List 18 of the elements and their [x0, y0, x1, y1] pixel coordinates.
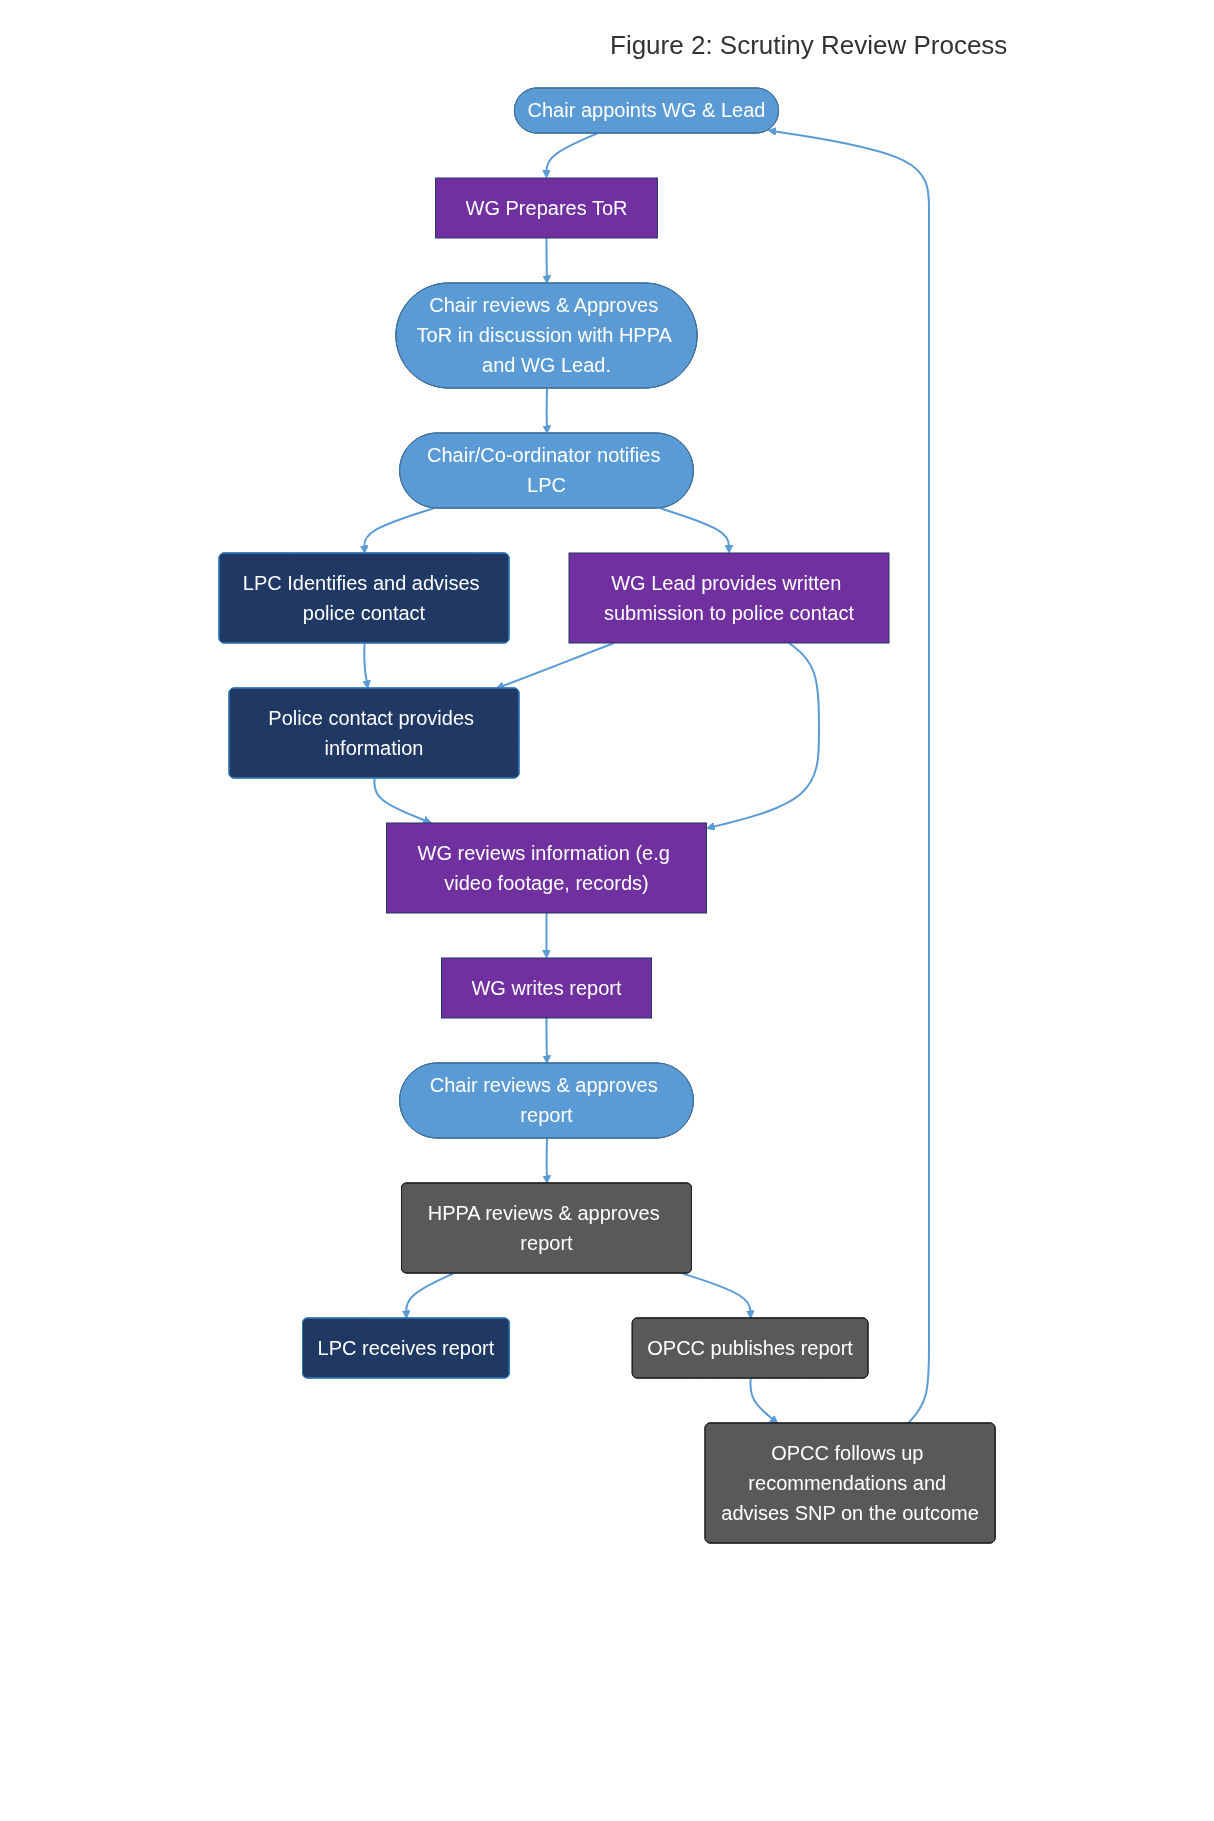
arrow [681, 1272, 755, 1319]
arrow [359, 507, 435, 554]
diagram-title: Figure 2: Scrutiny Review Process [610, 30, 1008, 61]
arrow [659, 507, 734, 554]
arrow [749, 1377, 779, 1424]
arrow [542, 237, 552, 284]
node-box: WG Lead provides written submission to police contact [568, 552, 890, 644]
arrow [542, 1017, 552, 1064]
arrow [401, 1272, 455, 1319]
arrow [542, 1137, 552, 1184]
arrow [542, 132, 598, 179]
arrow [362, 642, 371, 689]
arrow [542, 387, 552, 434]
node-box: WG writes report [440, 957, 652, 1019]
arrow [706, 642, 820, 831]
arrow [542, 912, 551, 959]
node-box: WG Prepares ToR [435, 177, 658, 239]
node-box: WG reviews information (e.g video footage, records) [385, 822, 707, 914]
